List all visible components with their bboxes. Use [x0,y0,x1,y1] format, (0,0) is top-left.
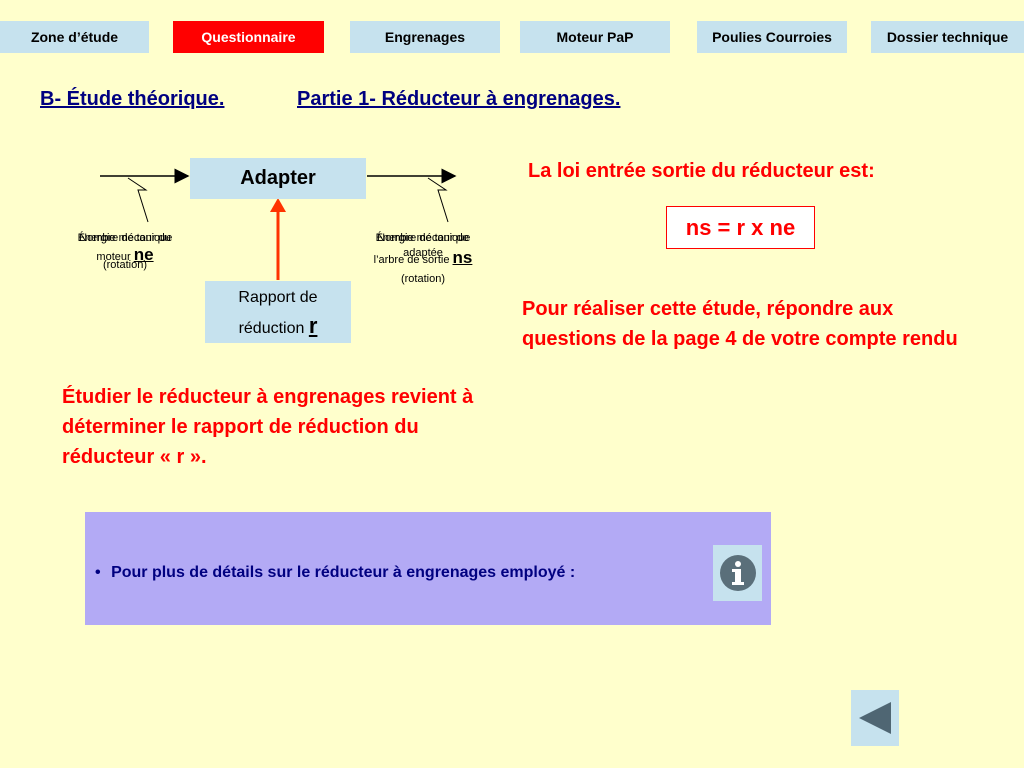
ratio-box: Rapport de réduction r [205,281,351,343]
input-line3-wrap: moteur ne [55,245,195,264]
back-button[interactable] [851,690,899,746]
input-pointer [127,177,149,223]
tab-zone-etude[interactable]: Zone d’étude [0,21,149,53]
info-button[interactable] [713,545,762,601]
input-line4: (rotation) [102,259,148,271]
output-line3: adaptée [403,247,443,259]
output-line4: l’arbre de sortie [373,254,450,266]
input-symbol-ne: ne [133,245,154,264]
back-arrow-icon [859,702,891,734]
tab-engrenages[interactable]: Engrenages [350,21,500,53]
ratio-line2: réduction [238,320,305,337]
output-pointer [427,177,449,223]
study-text: Étudier le réducteur à engrenages revien… [62,386,474,468]
tab-questionnaire[interactable]: Questionnaire [173,21,324,53]
ratio-line2-wrap: réduction r [205,312,351,343]
tab-label: Questionnaire [201,29,296,45]
input-line3: moteur [96,251,131,263]
adapter-label: Adapter [240,167,316,189]
heading-part-1: Partie 1- Réducteur à engrenages. [297,88,621,110]
input-line2: Nombre de tour du [79,232,171,244]
tab-moteur-pap[interactable]: Moteur PaP [520,21,670,53]
output-line2: Nombre de tour de [377,232,469,244]
tab-label: Zone d’étude [30,29,119,45]
ratio-symbol-r: r [308,313,318,338]
law-formula: ns = r x ne [685,214,796,240]
info-panel [85,512,771,625]
info-icon [719,555,756,591]
output-line5: (rotation) [400,273,446,285]
info-text-wrap: • Pour plus de détails sur le réducteur … [95,564,575,582]
instructions-text: Pour réaliser cette étude, répondre aux … [522,298,958,350]
tab-dossier-technique[interactable]: Dossier technique [871,21,1024,53]
law-title: La loi entrée sortie du réducteur est: [528,160,875,182]
tab-label: Poulies Courroies [712,29,832,45]
info-bullet: • [95,564,101,581]
tab-poulies-courroies[interactable]: Poulies Courroies [697,21,847,53]
output-symbol-ns: ns [452,248,473,267]
info-text: Pour plus de détails sur le réducteur à … [111,564,576,581]
input-line1: Énergie mécanique [77,232,173,244]
output-line4-wrap: l’arbre de sortie ns [353,248,493,267]
output-line1: Énergie mécanique [375,232,471,244]
heading-part-b: B- Étude théorique. [40,88,225,110]
law-formula-box: ns = r x ne [666,206,815,249]
ratio-line1: Rapport de [238,289,318,306]
tab-label: Engrenages [384,29,466,45]
tab-label: Moteur PaP [556,29,634,45]
tab-label: Dossier technique [886,29,1009,45]
adapter-box: Adapter [190,158,366,199]
